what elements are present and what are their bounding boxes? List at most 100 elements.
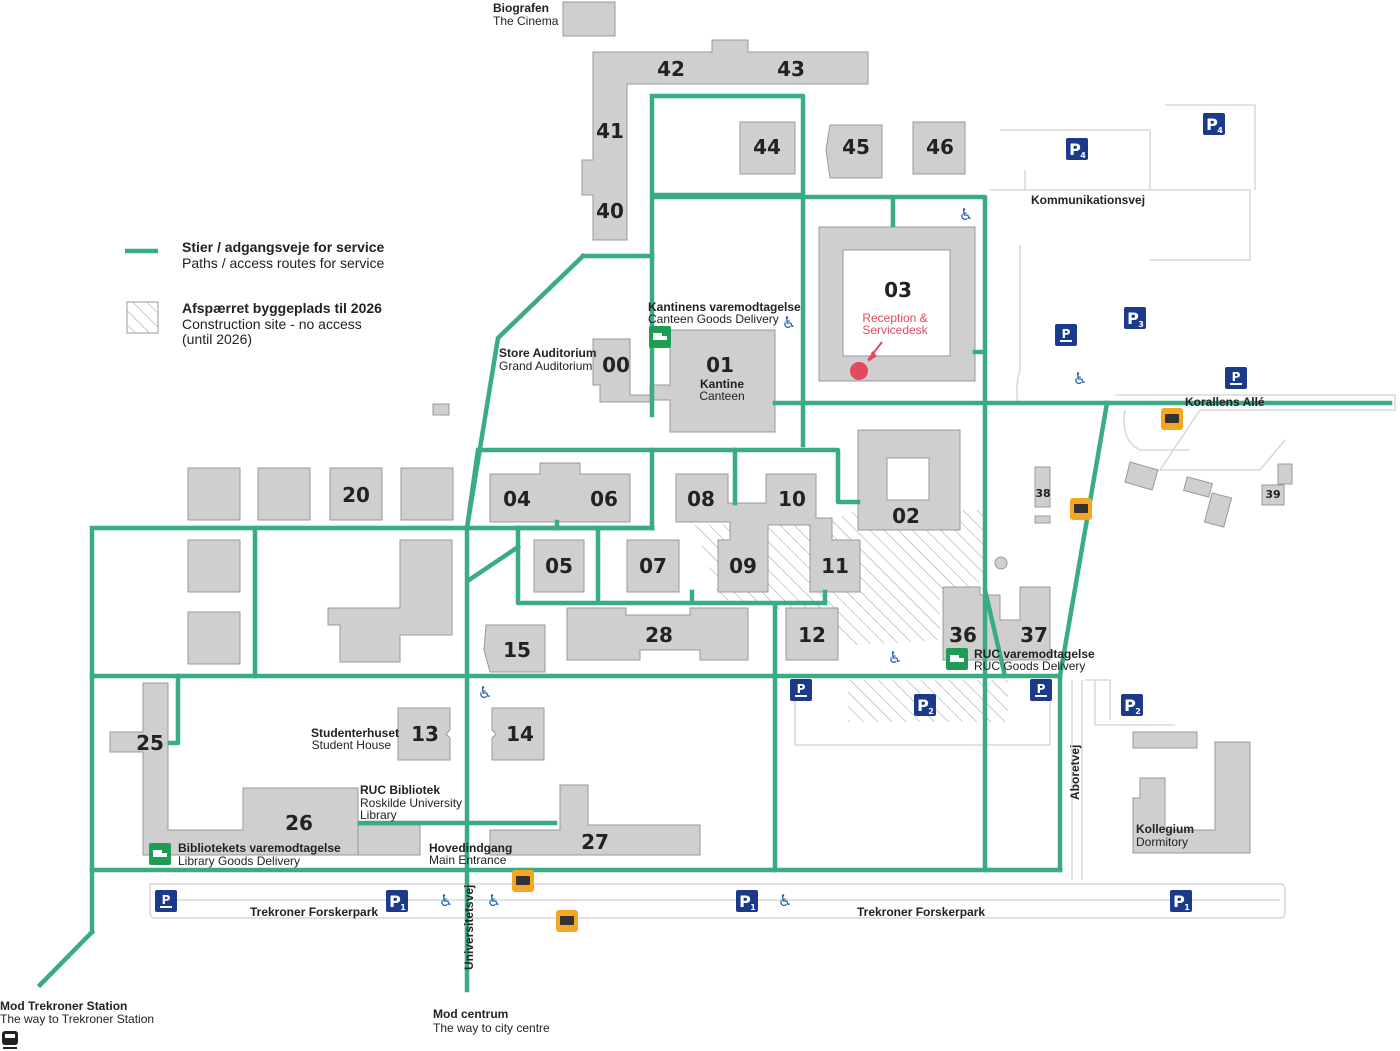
- building-38: [1034, 466, 1051, 508]
- label-student-house: Student House: [312, 738, 392, 752]
- label-centrum-da: Mod centrum: [433, 1007, 508, 1021]
- building-label-13: 13: [411, 722, 439, 746]
- delivery-truck-icon: [946, 648, 968, 670]
- building-00-01: [592, 329, 776, 433]
- svg-text:P: P: [389, 892, 401, 911]
- building-13: [397, 707, 451, 761]
- label-hovedindgang: Hovedindgang: [429, 841, 512, 855]
- building-label-11: 11: [821, 554, 849, 578]
- building-label-00: 00: [602, 353, 630, 377]
- svg-text:P: P: [1037, 682, 1046, 696]
- label-station-en: The way to Trekroner Station: [0, 1012, 154, 1026]
- svg-text:P: P: [1232, 370, 1241, 384]
- svg-text:P: P: [1206, 115, 1218, 134]
- svg-text:4: 4: [1217, 126, 1223, 135]
- building-36-37: [942, 586, 1051, 661]
- building-15: [483, 624, 546, 673]
- label-trekroner-2: Trekroner Forskerpark: [857, 905, 985, 919]
- building-label-09: 09: [729, 554, 757, 578]
- label-dormitory: Dormitory: [1136, 835, 1188, 849]
- building-27: [489, 784, 701, 856]
- bus-stop-icon: [556, 910, 578, 932]
- wheelchair-icon: ♿: [439, 891, 453, 910]
- svg-text:1: 1: [750, 903, 756, 912]
- label-library-delivery-da: Bibliotekets varemodtagelse: [178, 841, 341, 855]
- label-library-2: Library: [360, 808, 397, 822]
- legend-paths-sub: Paths / access routes for service: [182, 255, 385, 271]
- label-centrum-en: The way to city centre: [433, 1021, 550, 1035]
- building-side: [1124, 461, 1159, 491]
- building-28: [566, 607, 749, 661]
- building-label-10: 10: [778, 487, 806, 511]
- building-07: [626, 539, 680, 593]
- building-label-08: 08: [687, 487, 715, 511]
- label-reception-1: Reception &: [862, 311, 927, 325]
- building-label-01: 01: [706, 353, 734, 377]
- wheelchair-icon: ♿: [487, 891, 501, 910]
- building-numbers: 00 01 02 03 04 05 06 07 08 09 10 11 12 1…: [136, 57, 1281, 854]
- wheelchair-icon: ♿: [478, 683, 492, 702]
- building-40-43: [581, 39, 869, 241]
- label-universitetsvej: Universitetsvej: [462, 885, 476, 970]
- bus-stop-icon: [1070, 498, 1092, 520]
- building-label-41: 41: [596, 119, 624, 143]
- building-label-03: 03: [884, 278, 912, 302]
- svg-text:P: P: [1069, 140, 1081, 159]
- legend-paths-title: Stier / adgangsveje for service: [182, 239, 385, 255]
- building-08-11: [675, 473, 861, 593]
- wheelchair-icon: ♿: [782, 313, 796, 332]
- building-kollegium: [1132, 741, 1251, 854]
- svg-text:1: 1: [400, 903, 406, 912]
- wheelchair-icon: ♿: [778, 891, 792, 910]
- legend-construction-swatch: [126, 301, 159, 334]
- building-label-40: 40: [596, 199, 624, 223]
- label-main-entrance: Main Entrance: [429, 853, 507, 867]
- legend-construction-sub2: (until 2026): [182, 331, 252, 347]
- building-46: [912, 121, 966, 175]
- bus-stop-icon: [512, 870, 534, 892]
- building-label-05: 05: [545, 554, 573, 578]
- building-label-44: 44: [753, 135, 781, 159]
- svg-text:P: P: [1062, 327, 1071, 341]
- svg-text:3: 3: [1138, 320, 1144, 329]
- svg-text:P: P: [739, 892, 751, 911]
- label-korallens-alle: Korallens Allé: [1185, 395, 1265, 409]
- svg-text:4: 4: [1080, 151, 1086, 160]
- building-label-43: 43: [777, 57, 805, 81]
- label-canteen: Canteen: [699, 389, 744, 403]
- building-label-39: 39: [1265, 488, 1280, 501]
- label-station-da: Mod Trekroner Station: [0, 999, 127, 1013]
- label-kommunikationsvej: Kommunikationsvej: [1031, 193, 1145, 207]
- building-39: [1261, 484, 1285, 506]
- building-label-07: 07: [639, 554, 667, 578]
- building-45: [825, 124, 883, 179]
- label-grand-auditorium: Grand Auditorium: [499, 359, 592, 373]
- svg-text:P: P: [797, 682, 806, 696]
- label-store-auditorium: Store Auditorium: [499, 346, 597, 360]
- train-icon: [2, 1031, 18, 1049]
- legend: Stier / adgangsveje for service Paths / …: [125, 239, 385, 347]
- building-44: [739, 121, 796, 175]
- building-label-14: 14: [506, 722, 534, 746]
- label-kollegium: Kollegium: [1136, 822, 1194, 836]
- label-canteen-delivery-en: Canteen Goods Delivery: [648, 312, 779, 326]
- wheelchair-icon: ♿: [959, 205, 973, 224]
- building-label-27: 27: [581, 830, 609, 854]
- svg-text:P: P: [162, 893, 171, 907]
- building-label-15: 15: [503, 638, 531, 662]
- svg-text:2: 2: [1135, 707, 1141, 716]
- svg-text:P: P: [1173, 892, 1185, 911]
- label-studenterhuset: Studenterhuset: [311, 726, 399, 740]
- label-cinema-da: Biografen: [493, 1, 549, 15]
- service-paths: [36, 93, 1393, 993]
- legend-construction-title: Afspærret byggeplads til 2026: [182, 300, 382, 316]
